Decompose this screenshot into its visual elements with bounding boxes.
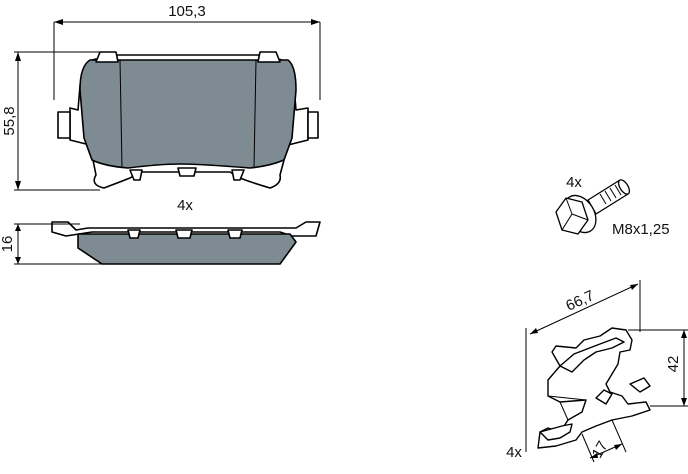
pad-height-label: 55,8 [1, 106, 18, 135]
pad-thickness-label: 16 [0, 236, 16, 253]
dimension-pad-height: 55,8 [1, 51, 100, 191]
dimension-pad-thickness: 16 [0, 223, 102, 265]
dimension-spring-width: 17 [581, 419, 627, 463]
brake-pad-front-view [57, 51, 319, 189]
spring-clip-drawing [537, 327, 651, 449]
bolt-drawing [555, 179, 631, 235]
pad-quantity-label: 4x [177, 197, 193, 214]
bolt-quantity-label: 4x [566, 174, 582, 191]
pad-width-label: 105,3 [168, 3, 206, 20]
dimension-spring-height: 42 [628, 329, 688, 407]
brake-pad-side-view [51, 221, 321, 265]
spring-width-label: 17 [589, 438, 612, 461]
spring-quantity-label: 4x [506, 444, 522, 461]
bolt-thread-label: M8x1,25 [612, 221, 670, 238]
dimension-pad-width: 105,3 [53, 3, 321, 100]
spring-height-label: 42 [665, 356, 682, 373]
